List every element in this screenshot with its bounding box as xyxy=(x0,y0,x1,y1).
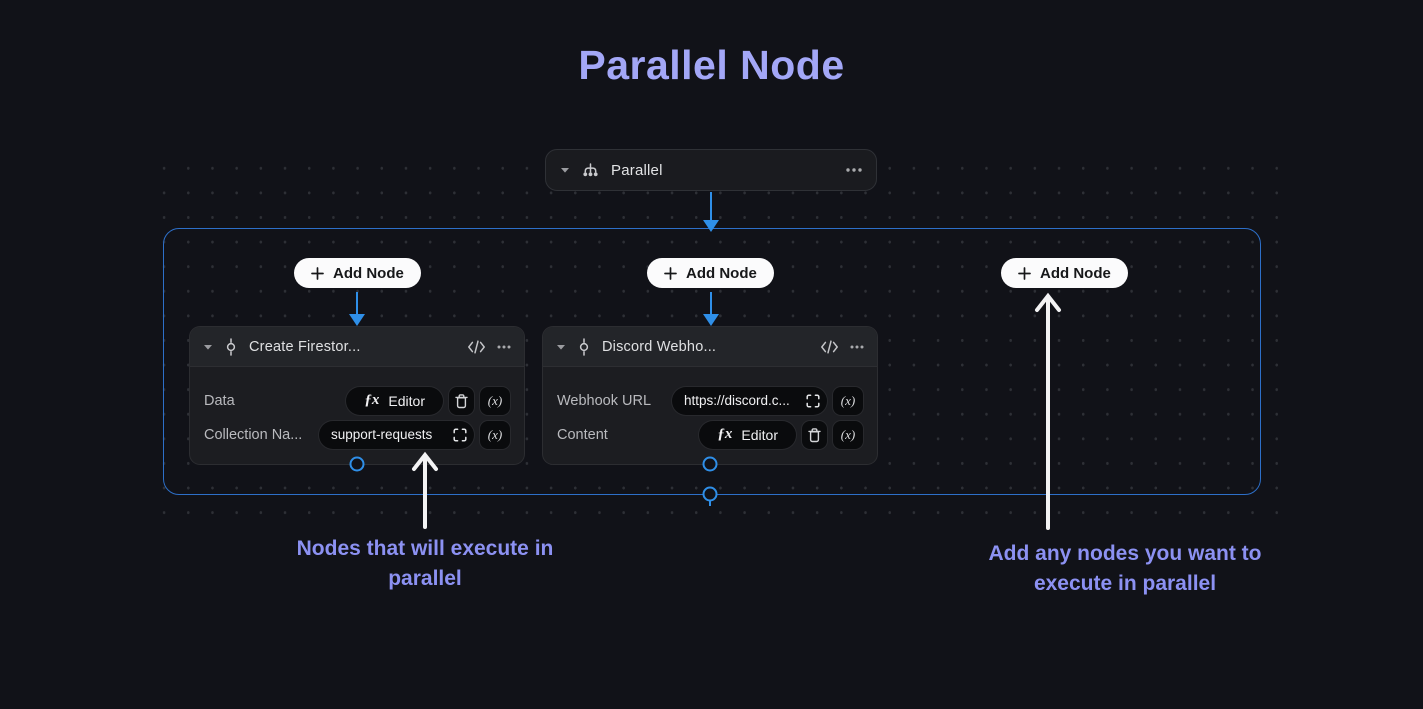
fx-icon: ƒx xyxy=(364,392,380,408)
variable-label: (x) xyxy=(487,426,503,442)
node-discord-webhook: Discord Webho... Webhook URL xyxy=(543,327,877,464)
plus-icon xyxy=(664,266,677,280)
variable-label: (x) xyxy=(840,426,856,442)
field-row-webhook-url: Webhook URL https://discord.c... xyxy=(557,386,863,415)
field-label: Data xyxy=(204,392,235,409)
add-node-button-1[interactable]: Add Node xyxy=(294,258,421,288)
input-value: https://discord.c... xyxy=(684,393,790,408)
editor-label: Editor xyxy=(388,392,425,409)
chevron-down-icon[interactable] xyxy=(203,344,213,350)
input-value: support-requests xyxy=(331,427,433,442)
annotation-right: Add any nodes you want to execute in par… xyxy=(988,542,1262,595)
parallel-branch-icon xyxy=(581,162,600,178)
field-row-content: Content ƒx Editor xyxy=(557,420,863,449)
add-node-label: Add Node xyxy=(1040,264,1111,282)
field-label: Webhook URL xyxy=(557,392,652,409)
variable-button[interactable]: (x) xyxy=(833,386,863,415)
webhook-url-input[interactable]: https://discord.c... xyxy=(672,386,827,415)
node-header[interactable]: Create Firestor... xyxy=(190,327,524,367)
more-menu-icon[interactable] xyxy=(850,345,864,349)
variable-button[interactable]: (x) xyxy=(480,386,510,415)
chevron-down-icon[interactable] xyxy=(560,167,570,173)
node-title: Create Firestor... xyxy=(249,338,361,355)
variable-label: (x) xyxy=(487,392,503,408)
add-node-button-3[interactable]: Add Node xyxy=(1001,258,1128,288)
field-row-data: Data ƒx Editor xyxy=(204,386,510,415)
node-create-firestore: Create Firestor... Data ƒx xyxy=(190,327,524,464)
code-icon[interactable] xyxy=(467,339,486,354)
add-node-label: Add Node xyxy=(686,264,757,282)
trash-icon xyxy=(455,393,468,408)
chevron-down-icon[interactable] xyxy=(556,344,566,350)
annotation-left: Nodes that will execute in parallel xyxy=(296,537,554,590)
more-menu-icon[interactable] xyxy=(497,345,511,349)
plus-icon xyxy=(1018,266,1031,280)
node-title: Discord Webho... xyxy=(602,338,717,355)
variable-button[interactable]: (x) xyxy=(833,420,863,449)
trash-icon xyxy=(808,427,821,442)
editor-label: Editor xyxy=(741,426,778,443)
collection-name-input[interactable]: support-requests xyxy=(319,420,474,449)
fx-editor-button[interactable]: ƒx Editor xyxy=(346,386,443,415)
expand-icon[interactable] xyxy=(453,427,467,442)
fx-editor-button[interactable]: ƒx Editor xyxy=(699,420,796,449)
commit-node-icon xyxy=(224,337,238,356)
more-menu-icon[interactable] xyxy=(846,168,862,172)
trash-button[interactable] xyxy=(449,386,474,415)
code-icon[interactable] xyxy=(820,339,839,354)
field-row-collection-name: Collection Na... support-requests xyxy=(204,420,510,449)
parallel-node-title: Parallel xyxy=(611,161,663,179)
parallel-node[interactable]: Parallel xyxy=(545,149,877,191)
field-label: Collection Na... xyxy=(204,426,303,443)
expand-icon[interactable] xyxy=(806,393,820,408)
page-title: Parallel Node xyxy=(578,42,845,88)
fx-icon: ƒx xyxy=(717,426,733,442)
add-node-button-2[interactable]: Add Node xyxy=(647,258,774,288)
plus-icon xyxy=(311,266,324,280)
field-label: Content xyxy=(557,426,608,443)
variable-button[interactable]: (x) xyxy=(480,420,510,449)
node-header[interactable]: Discord Webho... xyxy=(543,327,877,367)
add-node-label: Add Node xyxy=(333,264,404,282)
trash-button[interactable] xyxy=(802,420,827,449)
commit-node-icon xyxy=(577,337,591,356)
variable-label: (x) xyxy=(840,392,856,408)
